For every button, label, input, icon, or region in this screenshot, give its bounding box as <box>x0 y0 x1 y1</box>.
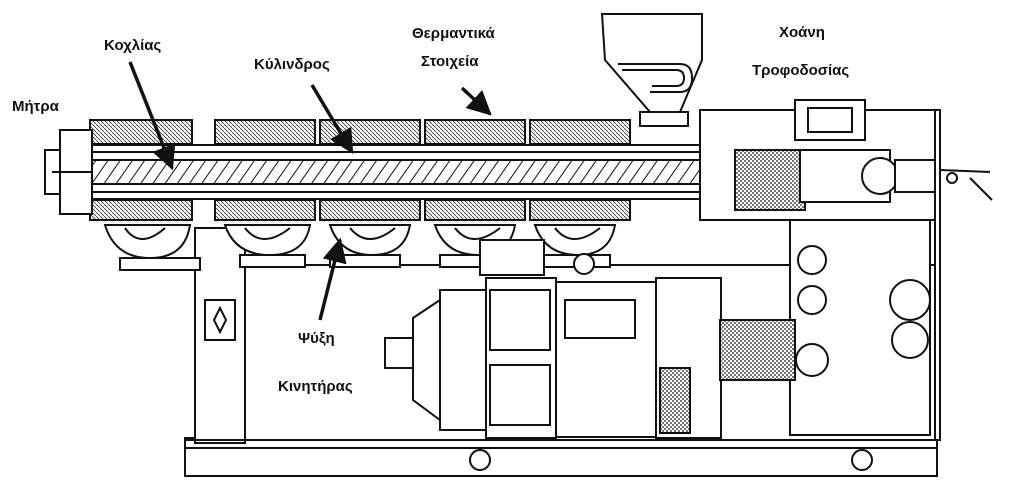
label-die: Μήτρα <box>12 98 59 115</box>
gearbox <box>699 99 993 441</box>
motor <box>384 239 796 439</box>
cooling-arrow <box>318 237 347 321</box>
screw <box>74 159 736 185</box>
screw-arrow <box>128 61 176 171</box>
base-frame <box>184 437 938 477</box>
label-heaters-line2: Στοιχεία <box>421 53 479 70</box>
label-motor: Κινητήρας <box>278 378 353 395</box>
barrel-arrow <box>310 84 354 155</box>
label-heaters-line1: Θερμαντικά <box>412 25 495 42</box>
label-hopper-line2: Τροφοδοσίας <box>752 62 850 79</box>
label-screw: Κοχλίας <box>104 37 162 54</box>
heaters-arrow <box>460 86 492 116</box>
hopper <box>600 13 703 127</box>
label-hopper-line1: Χοάνη <box>779 24 825 41</box>
die <box>44 129 93 215</box>
label-barrel: Κύλινδρος <box>254 56 330 73</box>
heater-bands <box>89 119 631 221</box>
label-cooling: Ψύξη <box>298 330 335 347</box>
